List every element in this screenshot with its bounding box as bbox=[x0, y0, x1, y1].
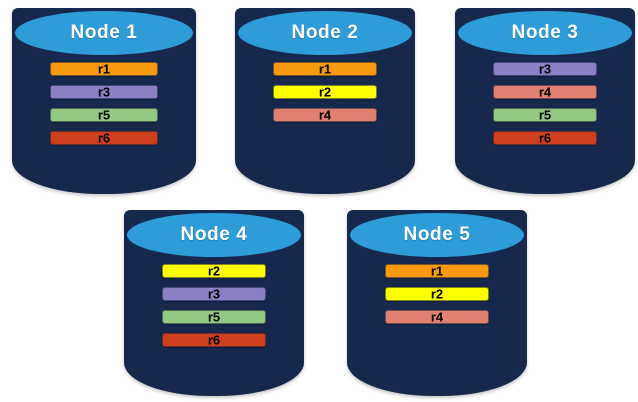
replica-bar-r3[interactable]: r3 bbox=[162, 287, 266, 301]
node-cylinder-top: Node 3 bbox=[455, 8, 635, 58]
replica-bar-r2[interactable]: r2 bbox=[273, 85, 377, 99]
database-node-5[interactable]: Node 5 r1 r2 r4 bbox=[347, 210, 527, 396]
replica-bar-r3[interactable]: r3 bbox=[50, 85, 158, 99]
replica-label: r3 bbox=[97, 84, 111, 99]
replica-bar-r1[interactable]: r1 bbox=[385, 264, 489, 278]
replica-label: r5 bbox=[538, 107, 552, 122]
replica-label: r2 bbox=[207, 263, 221, 278]
replica-list: r1 r3 r5 r6 bbox=[12, 62, 196, 145]
replica-bar-r4[interactable]: r4 bbox=[385, 310, 489, 324]
node-cylinder-top: Node 5 bbox=[347, 210, 527, 260]
node-title: Node 5 bbox=[403, 224, 471, 245]
replica-bar-r6[interactable]: r6 bbox=[493, 131, 597, 145]
database-node-4[interactable]: Node 4 r2 r3 r5 r6 bbox=[124, 210, 304, 396]
replica-label: r6 bbox=[97, 130, 111, 145]
node-title: Node 2 bbox=[291, 22, 359, 43]
node-title: Node 4 bbox=[180, 224, 248, 245]
node-title: Node 3 bbox=[511, 22, 579, 43]
replica-bar-r6[interactable]: r6 bbox=[162, 333, 266, 347]
replica-list: r1 r2 r4 bbox=[235, 62, 415, 122]
replica-bar-r5[interactable]: r5 bbox=[162, 310, 266, 324]
replica-label: r5 bbox=[207, 309, 221, 324]
replica-bar-r2[interactable]: r2 bbox=[162, 264, 266, 278]
node-title: Node 1 bbox=[70, 22, 138, 43]
replica-label: r1 bbox=[430, 263, 444, 278]
replica-bar-r1[interactable]: r1 bbox=[50, 62, 158, 76]
replica-list: r2 r3 r5 r6 bbox=[124, 264, 304, 347]
replica-label: r3 bbox=[207, 286, 221, 301]
replica-label: r4 bbox=[430, 309, 444, 324]
replica-label: r4 bbox=[318, 107, 332, 122]
replica-label: r6 bbox=[207, 332, 221, 347]
replica-list: r1 r2 r4 bbox=[347, 264, 527, 324]
node-cylinder-top: Node 4 bbox=[124, 210, 304, 260]
replica-bar-r5[interactable]: r5 bbox=[493, 108, 597, 122]
node-cylinder-top: Node 1 bbox=[12, 8, 196, 58]
replica-label: r1 bbox=[97, 61, 111, 76]
database-node-3[interactable]: Node 3 r3 r4 r5 r6 bbox=[455, 8, 635, 194]
replica-label: r5 bbox=[97, 107, 111, 122]
replica-bar-r4[interactable]: r4 bbox=[493, 85, 597, 99]
replica-label: r2 bbox=[318, 84, 332, 99]
replica-label: r1 bbox=[318, 61, 332, 76]
database-node-2[interactable]: Node 2 r1 r2 r4 bbox=[235, 8, 415, 194]
replica-bar-r1[interactable]: r1 bbox=[273, 62, 377, 76]
replica-label: r6 bbox=[538, 130, 552, 145]
replica-list: r3 r4 r5 r6 bbox=[455, 62, 635, 145]
replica-label: r2 bbox=[430, 286, 444, 301]
replica-label: r3 bbox=[538, 61, 552, 76]
replica-bar-r5[interactable]: r5 bbox=[50, 108, 158, 122]
node-cylinder-top: Node 2 bbox=[235, 8, 415, 58]
replica-bar-r6[interactable]: r6 bbox=[50, 131, 158, 145]
database-node-1[interactable]: Node 1 r1 r3 r5 r6 bbox=[12, 8, 196, 194]
replica-bar-r2[interactable]: r2 bbox=[385, 287, 489, 301]
replica-label: r4 bbox=[538, 84, 552, 99]
replica-bar-r3[interactable]: r3 bbox=[493, 62, 597, 76]
replica-bar-r4[interactable]: r4 bbox=[273, 108, 377, 122]
